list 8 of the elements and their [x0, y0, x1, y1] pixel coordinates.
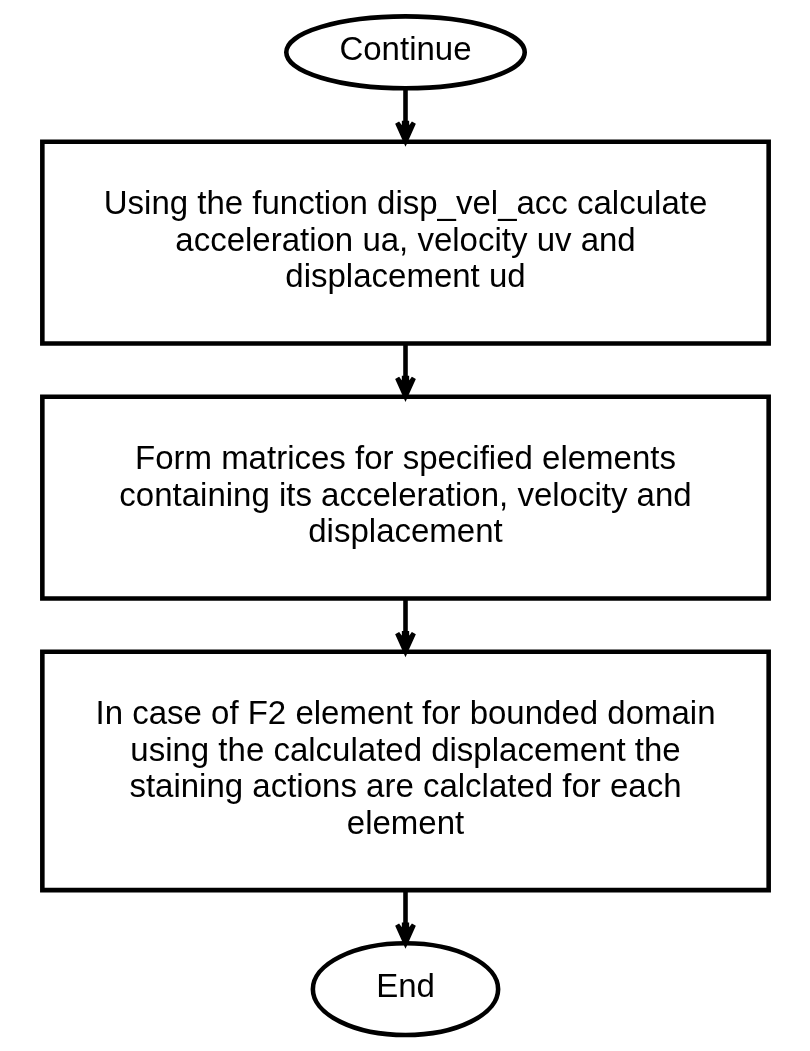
node-box: In case of F2 element for bounded domain using the calculated displacement the staining actions are calclated for each element: [39, 649, 771, 893]
arrow: [394, 890, 416, 946]
arrow: [394, 343, 416, 399]
node-box: Using the function disp_vel_acc calculate acceleration ua, velocity uv and displacement ud: [39, 139, 771, 346]
node-ellipse: Continue: [283, 14, 527, 91]
node-box: Form matrices for specified elements containing its acceleration, velocity and displacement: [39, 394, 771, 601]
arrow: [394, 89, 416, 144]
node-ellipse: End: [310, 941, 500, 1038]
